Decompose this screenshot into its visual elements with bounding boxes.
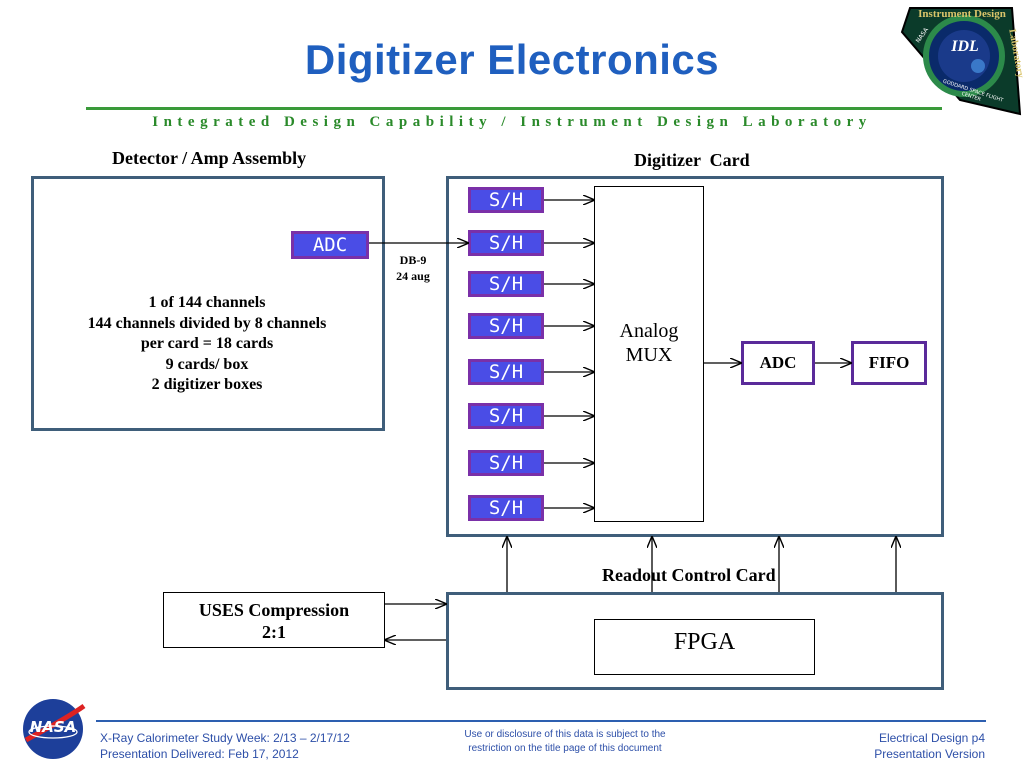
detector-amp-panel bbox=[31, 176, 385, 431]
compression-line-2: 2:1 bbox=[262, 622, 286, 642]
nasa-logo-text: NASA bbox=[29, 718, 77, 736]
detector-note: 144 channels divided by 8 channels bbox=[87, 314, 327, 332]
footer-right: Electrical Design p4 Presentation Versio… bbox=[790, 730, 985, 762]
sample-hold-block-5: S/H bbox=[468, 359, 544, 385]
footer-delivered: Presentation Delivered: Feb 17, 2012 bbox=[100, 747, 299, 761]
sample-hold-block-1: S/H bbox=[468, 187, 544, 213]
title-divider bbox=[86, 107, 942, 110]
sample-hold-block-8: S/H bbox=[468, 495, 544, 521]
detector-note: 1 of 144 channels bbox=[148, 294, 266, 311]
digitizer-label: Digitizer Card bbox=[634, 150, 750, 170]
connector-type: DB-9 bbox=[399, 253, 427, 267]
analog-mux-block: Analog MUX bbox=[594, 186, 704, 522]
connector-label: DB-9 24 aug bbox=[386, 252, 440, 284]
detector-adc-block: ADC bbox=[291, 231, 369, 259]
sample-hold-block-7: S/H bbox=[468, 450, 544, 476]
connector-date: 24 aug bbox=[396, 269, 430, 283]
readout-label: Readout Control Card bbox=[602, 565, 776, 585]
footer-left: X-Ray Calorimeter Study Week: 2/13 – 2/1… bbox=[100, 730, 420, 762]
detector-note: per card = 18 cards bbox=[140, 335, 274, 352]
logo-top-text: Instrument Design bbox=[918, 8, 1006, 20]
footer-study-week: X-Ray Calorimeter Study Week: 2/13 – 2/1… bbox=[100, 731, 350, 745]
sample-hold-block-3: S/H bbox=[468, 271, 544, 297]
fpga-block: FPGA bbox=[594, 619, 815, 675]
nasa-logo-graphic bbox=[23, 699, 86, 759]
footer-version: Presentation Version bbox=[874, 747, 985, 761]
detector-notes: 1 of 144 channels 144 channels divided b… bbox=[34, 293, 380, 396]
footer-page: Electrical Design p4 bbox=[878, 731, 985, 745]
footer-divider bbox=[96, 720, 986, 722]
compression-block: USES Compression 2:1 bbox=[163, 592, 385, 648]
nasa-logo: NASA bbox=[20, 696, 86, 762]
page-subtitle: Integrated Design Capability / Instrumen… bbox=[152, 114, 872, 130]
idl-logo-graphic bbox=[900, 7, 1022, 116]
detector-label: Detector / Amp Assembly bbox=[112, 148, 307, 168]
footer-disclosure-2: restriction on the title page of this do… bbox=[468, 743, 662, 754]
digitizer-adc-block: ADC bbox=[741, 341, 815, 385]
detector-note: 9 cards/ box bbox=[165, 355, 249, 373]
compression-line-1: USES Compression bbox=[198, 600, 350, 620]
page-title: Digitizer Electronics bbox=[304, 36, 720, 83]
sample-hold-block-6: S/H bbox=[468, 403, 544, 429]
footer-disclosure-1: Use or disclosure of this data is subjec… bbox=[464, 729, 666, 740]
logo-monogram: IDL bbox=[951, 38, 979, 55]
footer-center: Use or disclosure of this data is subjec… bbox=[420, 728, 710, 756]
mux-line-1: Analog bbox=[619, 320, 679, 342]
idl-logo: Instrument Design IDL NASA GODDARD SPACE… bbox=[900, 4, 1024, 118]
fifo-block: FIFO bbox=[851, 341, 927, 385]
detector-note: 2 digitizer boxes bbox=[151, 376, 263, 393]
sample-hold-block-2: S/H bbox=[468, 230, 544, 256]
sample-hold-block-4: S/H bbox=[468, 313, 544, 339]
mux-line-2: MUX bbox=[625, 344, 673, 366]
